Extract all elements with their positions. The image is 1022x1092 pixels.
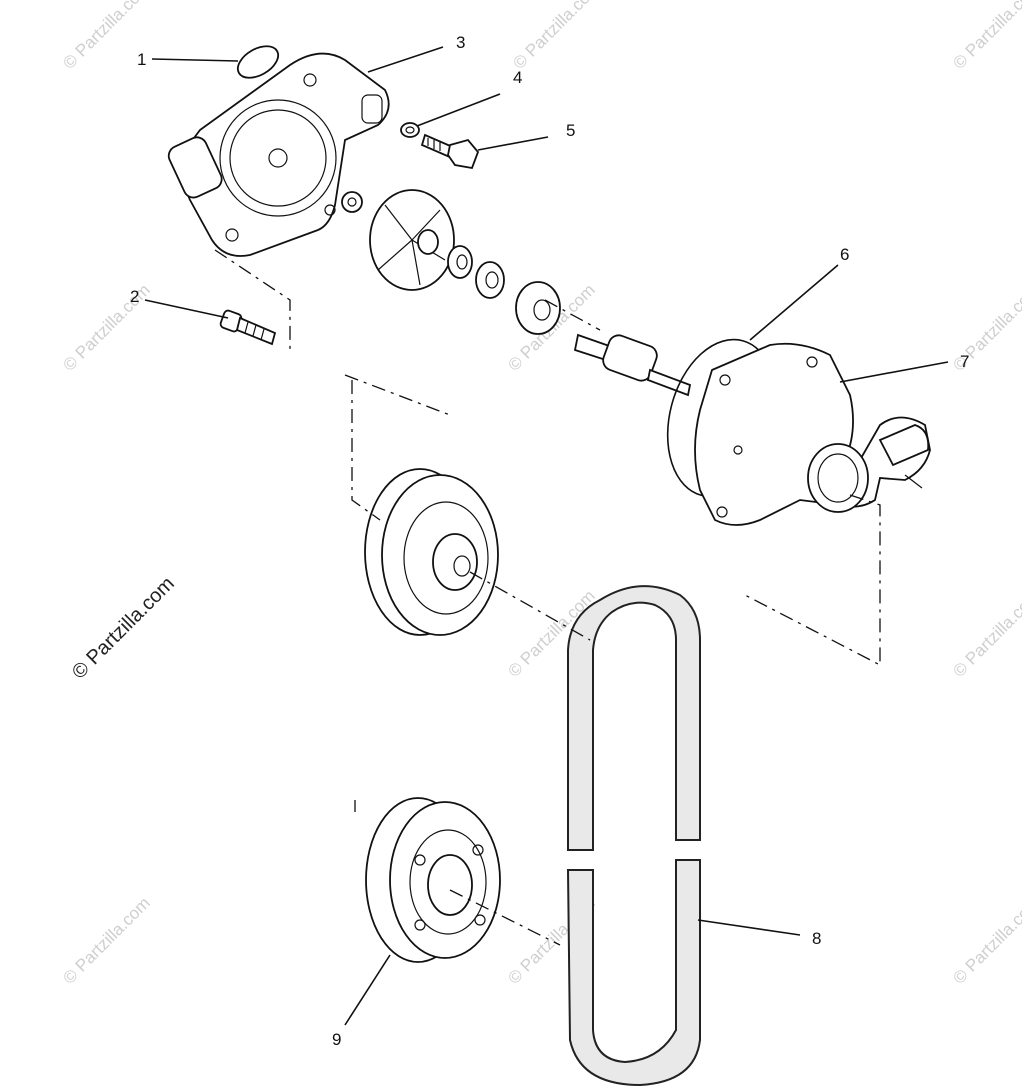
leader-lines [144, 46, 949, 1026]
upper-pulley [364, 468, 499, 636]
watermark-tile: © Partzilla.com [59, 280, 153, 374]
part-2-screw [219, 309, 277, 346]
watermark-tile: © Partzilla.com [509, 0, 603, 73]
callout-8: 8 [812, 929, 821, 948]
impeller [369, 189, 455, 291]
part-8-belt [566, 585, 701, 1087]
watermark-tile: © Partzilla.com [949, 0, 1022, 73]
copyright-text: © Partzilla.com [68, 573, 179, 684]
callout-6: 6 [840, 245, 849, 264]
callout-5: 5 [566, 121, 575, 140]
pump-shaft [573, 333, 692, 397]
seal-rings [447, 245, 561, 335]
callout-1: 1 [137, 50, 146, 69]
part-5-bolt [420, 133, 480, 170]
part-9-lower-pulley [365, 797, 501, 963]
impeller-nut [341, 191, 363, 213]
part-4-washer [400, 122, 420, 138]
callout-7: 7 [960, 352, 969, 371]
watermark-tile: © Partzilla.com [59, 893, 153, 987]
callout-4: 4 [513, 68, 522, 87]
watermark-tile: © Partzilla.com [949, 893, 1022, 987]
part-3-pump-cover [167, 52, 390, 257]
callout-9: 9 [332, 1030, 341, 1049]
part-7-pump-housing [694, 342, 931, 526]
part-1-seal [236, 45, 280, 79]
alignment-lines [214, 249, 881, 946]
callout-3: 3 [456, 33, 465, 52]
callout-numbers: 1 2 3 4 5 6 7 8 9 [130, 33, 969, 1049]
callout-2: 2 [130, 287, 139, 306]
watermark-tile: © Partzilla.com [949, 586, 1022, 680]
